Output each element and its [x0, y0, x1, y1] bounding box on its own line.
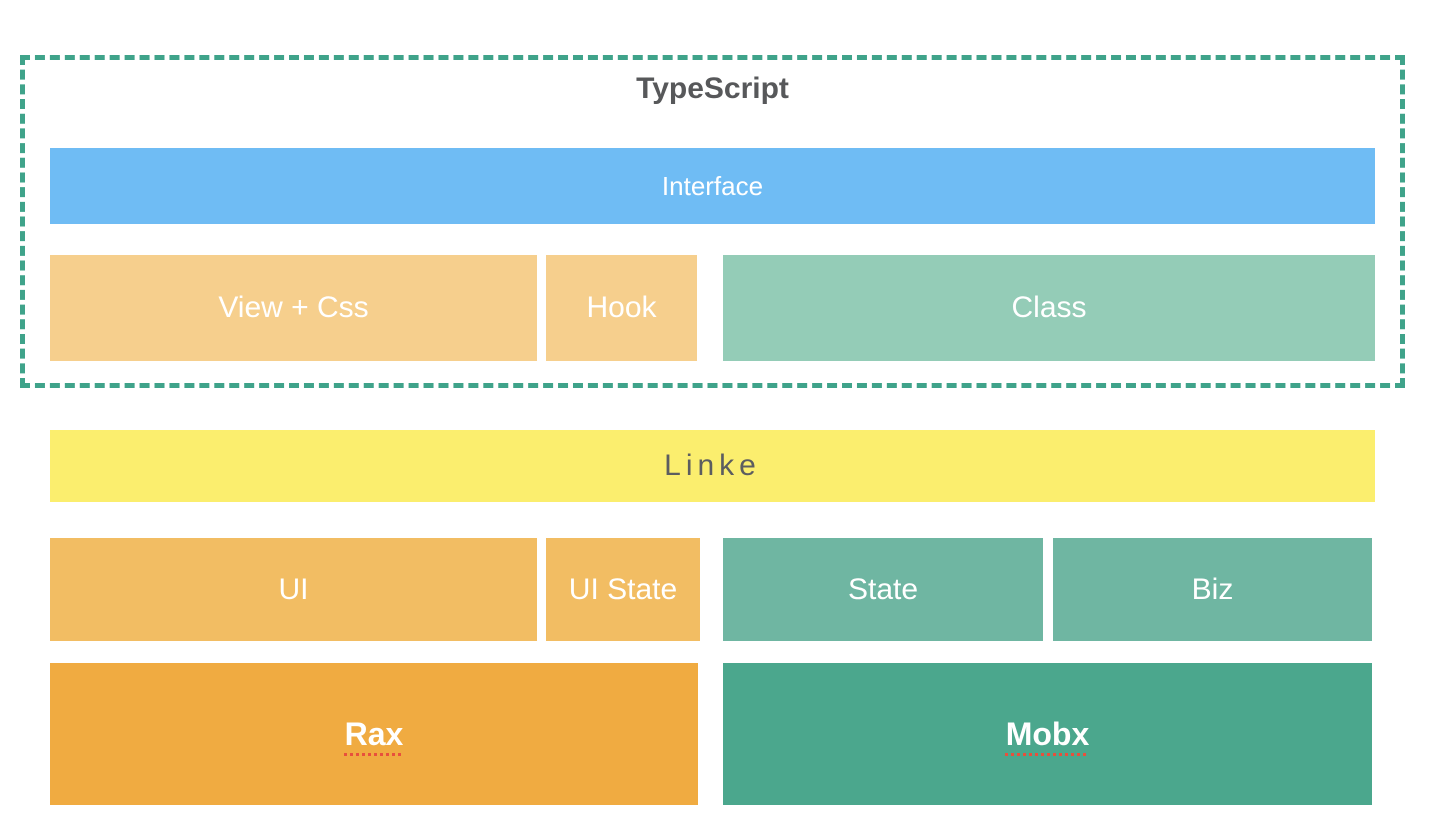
mobx-box: Mobx [723, 663, 1372, 805]
ui-state-box: UI State [546, 538, 700, 641]
ui-state-label: UI State [568, 572, 678, 606]
state-box: State [723, 538, 1043, 641]
class-box: Class [723, 255, 1375, 361]
hook-label: Hook [586, 291, 657, 324]
typescript-group-outline: TypeScript Interface View + Css Hook Cla… [20, 55, 1405, 388]
linke-label: Linke [664, 449, 761, 482]
linke-box: Linke [50, 430, 1375, 502]
view-css-label: View + Css [218, 291, 369, 324]
hook-box: Hook [546, 255, 697, 361]
biz-box: Biz [1053, 538, 1372, 641]
rax-box: Rax [50, 663, 698, 805]
typescript-group-title: TypeScript [636, 72, 789, 105]
class-label: Class [1011, 291, 1087, 324]
mobx-label: Mobx [1005, 715, 1090, 752]
biz-label: Biz [1191, 572, 1234, 606]
rax-label: Rax [344, 715, 404, 752]
ui-label: UI [278, 572, 309, 606]
view-css-box: View + Css [50, 255, 537, 361]
interface-label: Interface [661, 170, 764, 201]
ui-box: UI [50, 538, 537, 641]
interface-box: Interface [50, 148, 1375, 224]
state-label: State [847, 572, 919, 606]
